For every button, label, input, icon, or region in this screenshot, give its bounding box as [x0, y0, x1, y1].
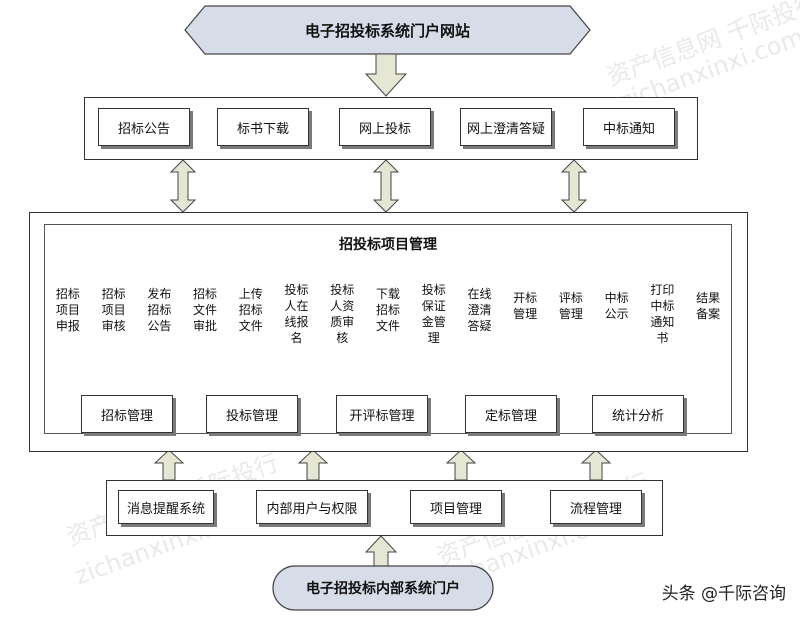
bottom-portal-shape	[272, 565, 494, 611]
double-arrow-icon	[169, 159, 588, 213]
project-management-title: 招投标项目管理	[339, 237, 437, 253]
process-column-label[interactable]: 中标公示	[604, 291, 629, 321]
process-column-label[interactable]: 开标管理	[513, 291, 538, 321]
bottom-portal-title[interactable]: 电子招投标内部系统门户	[306, 581, 460, 597]
management-module-tendering[interactable]: 招标管理	[81, 395, 173, 433]
arrow-down-icon	[364, 53, 408, 97]
process-column-label[interactable]: 投标人资质审核	[330, 283, 355, 345]
management-module-statistics[interactable]: 统计分析	[592, 395, 684, 433]
public-module-clarification[interactable]: 网上澄清答疑	[460, 108, 552, 146]
public-module-online-bid[interactable]: 网上投标	[339, 108, 431, 146]
process-column-label[interactable]: 投标保证金管理	[421, 283, 446, 345]
process-column-label[interactable]: 招标项目申报	[55, 287, 80, 333]
management-module-award[interactable]: 定标管理	[465, 395, 557, 433]
top-portal-shape	[184, 5, 591, 55]
public-module-doc-download[interactable]: 标书下载	[217, 108, 309, 146]
public-module-award-notice[interactable]: 中标通知	[583, 108, 675, 146]
process-column-label[interactable]: 在线澄清答疑	[467, 287, 492, 333]
arrow-up-icon	[153, 449, 612, 481]
support-module-projects[interactable]: 项目管理	[410, 490, 502, 524]
process-column-label[interactable]: 打印中标通知书	[650, 283, 675, 345]
support-module-users-permissions[interactable]: 内部用户与权限	[256, 490, 368, 524]
process-column-label[interactable]: 招标文件审批	[193, 287, 218, 333]
top-portal-title[interactable]: 电子招投标系统门户网站	[304, 21, 470, 40]
process-column-label[interactable]: 招标项目审核	[101, 287, 126, 333]
support-module-messages[interactable]: 消息提醒系统	[118, 490, 214, 524]
process-column-label[interactable]: 上传招标文件	[238, 287, 263, 333]
management-module-opening-evaluation[interactable]: 开评标管理	[336, 395, 428, 433]
process-column-label[interactable]: 下载招标文件	[375, 287, 400, 333]
process-column-label[interactable]: 发布招标公告	[147, 287, 172, 333]
management-module-bidding[interactable]: 投标管理	[206, 395, 298, 433]
support-module-workflow[interactable]: 流程管理	[550, 490, 642, 524]
process-column-label[interactable]: 结果备案	[696, 291, 721, 321]
process-column-label[interactable]: 投标人在线报名	[284, 283, 309, 345]
public-module-bid-notice[interactable]: 招标公告	[98, 108, 190, 146]
process-column-label[interactable]: 评标管理	[558, 291, 583, 321]
byline: 头条 @千际咨询	[661, 584, 786, 604]
arrow-up-icon	[364, 535, 398, 567]
